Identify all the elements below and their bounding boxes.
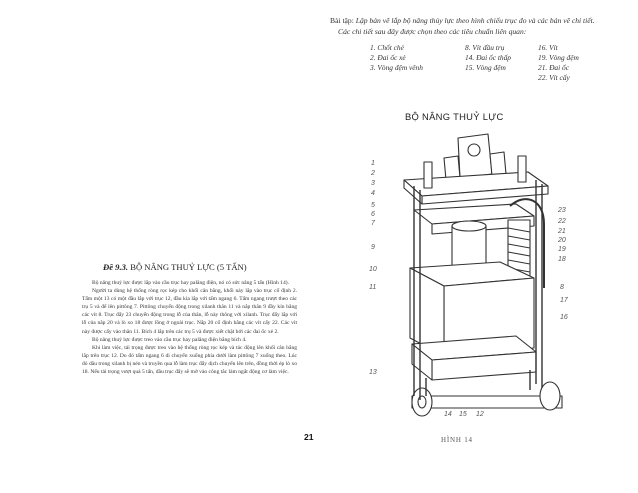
page-number: 21 bbox=[304, 432, 314, 442]
part-item: 8. Vít đầu trụ bbox=[465, 43, 505, 52]
figure-title: BỘ NÂNG THUỶ LỰC bbox=[405, 111, 504, 122]
figure-label: 6 bbox=[371, 211, 375, 218]
part-item: 15. Vòng đệm bbox=[465, 63, 506, 72]
parts-row: 1. Chốt chẻ 8. Vít đầu trụ 16. Vít bbox=[370, 43, 630, 53]
figure-label: 11 bbox=[369, 284, 377, 291]
hydraulic-lift-drawing bbox=[403, 133, 563, 417]
parts-row: 2. Đai ốc xẻ 14. Đai ốc thấp 19. Vòng đệ… bbox=[370, 53, 630, 63]
figure-label: 22 bbox=[558, 218, 566, 225]
article-title: BỘ NÂNG THUỶ LỰC (5 TẤN) bbox=[130, 262, 247, 272]
article-body: Bộ nâng thuỷ lực được lắp vào cầu trục h… bbox=[82, 279, 297, 376]
figure-label: 21 bbox=[558, 228, 566, 235]
figure-label: 12 bbox=[476, 411, 484, 418]
part-item: 16. Vít bbox=[538, 43, 558, 52]
figure-label: 9 bbox=[371, 244, 375, 251]
figure-label: 17 bbox=[560, 297, 568, 304]
exercise-line-2: Các chi tiết sau đây được chọn theo các … bbox=[338, 26, 527, 36]
exercise-instructions: Bài tập: Lập bản vẽ lắp bộ nâng thủy lực… bbox=[330, 16, 630, 37]
standard-parts-list: 1. Chốt chẻ 8. Vít đầu trụ 16. Vít 2. Đa… bbox=[370, 43, 630, 83]
figure-label: 8 bbox=[560, 284, 564, 291]
figure-label: 2 bbox=[371, 170, 375, 177]
figure-label: 4 bbox=[371, 190, 375, 197]
figure-label: 5 bbox=[371, 202, 375, 209]
figure-label: 19 bbox=[558, 246, 566, 253]
part-item: 22. Vít cấy bbox=[538, 73, 570, 82]
figure-label: 23 bbox=[558, 207, 566, 214]
part-item: 1. Chốt chẻ bbox=[370, 43, 404, 52]
figure-caption: HÌNH 14 bbox=[441, 436, 473, 444]
article-paragraph: Người ta dùng hệ thống ròng rọc kép cho … bbox=[82, 288, 297, 335]
exercise-number: Đề 9.3. bbox=[103, 262, 129, 272]
part-item: 2. Đai ốc xẻ bbox=[370, 53, 406, 62]
article-paragraph: Bộ nâng thuỷ lực được lắp vào cầu trục h… bbox=[92, 280, 289, 286]
article-heading: Đề 9.3. BỘ NÂNG THUỶ LỰC (5 TẤN) bbox=[103, 262, 247, 272]
part-item: 19. Vòng đệm bbox=[538, 53, 579, 62]
part-item: 21. Đai ốc bbox=[538, 63, 569, 72]
parts-row: 22. Vít cấy bbox=[370, 73, 630, 83]
exercise-line-1: Bài tập: Lập bản vẽ lắp bộ nâng thủy lực… bbox=[330, 16, 595, 25]
article-paragraph: Khi làm việc, tải trọng được treo vào hệ… bbox=[82, 344, 297, 376]
article-paragraph: Bộ nâng thuỷ lực được treo vào cầu trục … bbox=[92, 336, 247, 343]
figure-label: 1 bbox=[371, 160, 375, 167]
figure-label: 3 bbox=[371, 180, 375, 187]
figure-label: 13 bbox=[369, 369, 377, 376]
part-item: 3. Vòng đệm vênh bbox=[370, 63, 423, 72]
figure-label: 14 bbox=[444, 411, 452, 418]
figure-label: 10 bbox=[369, 266, 377, 273]
figure-label: 16 bbox=[560, 314, 568, 321]
figure-label: 15 bbox=[459, 411, 467, 418]
figure-label: 7 bbox=[371, 220, 375, 227]
figure-label: 20 bbox=[558, 237, 566, 244]
part-item: 14. Đai ốc thấp bbox=[465, 53, 511, 62]
parts-row: 3. Vòng đệm vênh 15. Vòng đệm 21. Đai ốc bbox=[370, 63, 630, 73]
exercise-label: Bài tập: bbox=[330, 16, 354, 25]
figure-label: 18 bbox=[558, 256, 566, 263]
